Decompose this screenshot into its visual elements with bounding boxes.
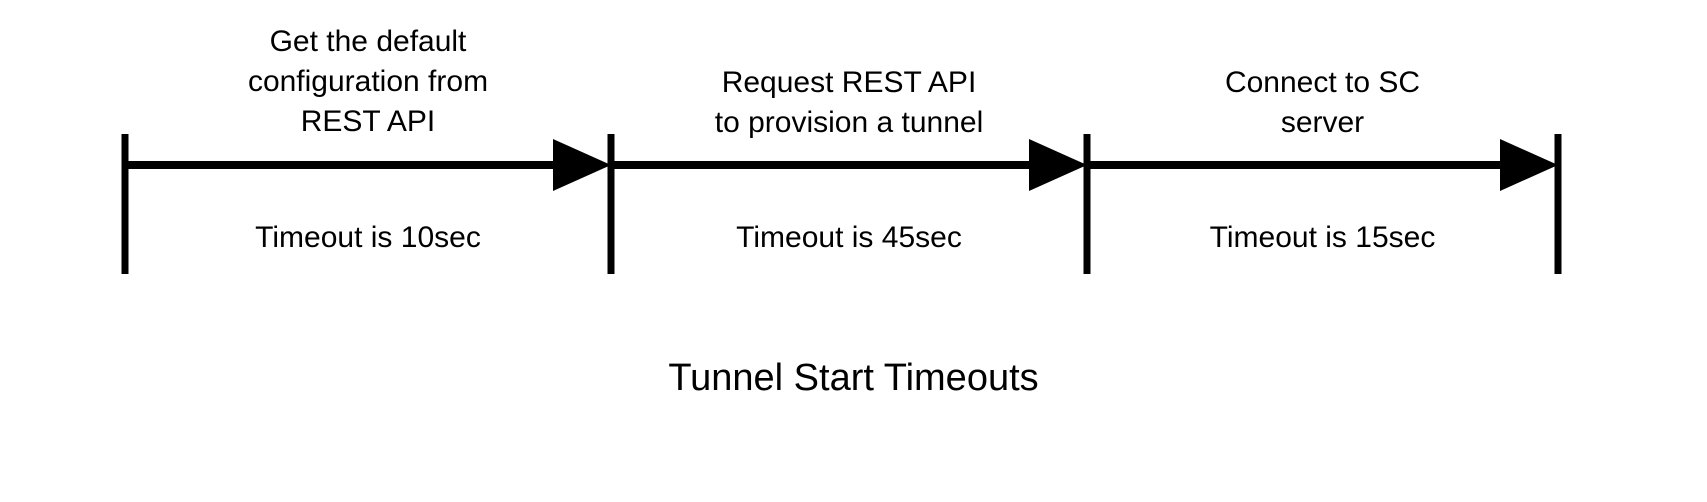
segment-label-above-get-default-configuration: Get the default configuration from REST … [247, 25, 489, 138]
segment-timeout-get-default-configuration: Timeout is 10sec [255, 221, 481, 254]
segment-timeout-request-provision-tunnel: Timeout is 45sec [736, 221, 962, 254]
timeline-segment-line [611, 161, 1029, 169]
timeline-segment-line [125, 161, 553, 169]
segment-label-above-request-provision-tunnel: Request REST API to provision a tunnel [714, 66, 984, 139]
segment-label-above-connect-sc-server: Connect to SC server [1224, 66, 1421, 139]
timeline-segment-line [1087, 161, 1500, 169]
timeline-boundary-tick [607, 134, 615, 274]
timeline-boundary-tick [1554, 134, 1562, 274]
timeline-axis-group [121, 134, 1562, 274]
timeline-boundary-tick [121, 134, 129, 274]
arrowhead-icon [1500, 139, 1558, 191]
segment-timeout-connect-sc-server: Timeout is 15sec [1209, 221, 1436, 254]
diagram-title: Tunnel Start Timeouts [668, 357, 1039, 399]
arrowhead-icon [1029, 139, 1087, 191]
timeline-boundary-tick [1083, 134, 1091, 274]
arrowhead-icon [553, 139, 611, 191]
